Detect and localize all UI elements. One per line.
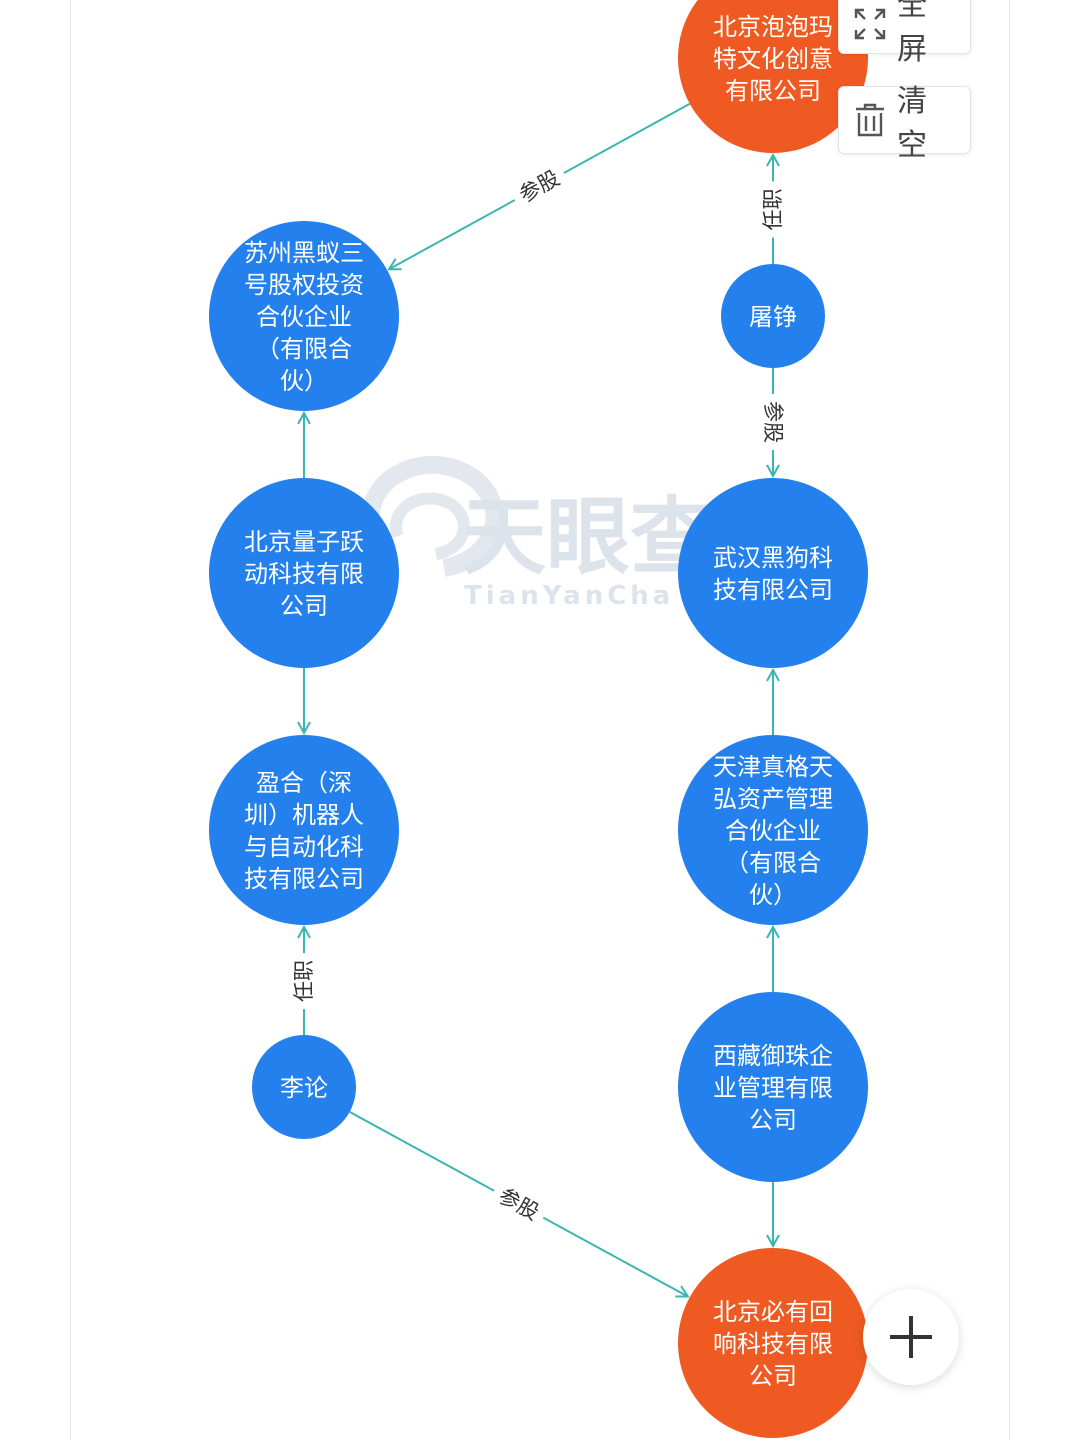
node-circle[interactable] — [252, 1035, 356, 1139]
node-label-line: 李论 — [280, 1074, 328, 1102]
watermark-logo-icon — [361, 455, 504, 577]
node-label-line: 技有限公司 — [244, 865, 364, 893]
node-label-line: （有限合 — [256, 335, 352, 363]
node-label-line: 技有限公司 — [713, 576, 833, 604]
fullscreen-label: 全屏 — [897, 0, 927, 67]
node-label-line: 苏州黑蚁三 — [244, 239, 364, 267]
node-circle[interactable] — [721, 264, 825, 368]
edge-label-bg — [757, 181, 789, 238]
fullscreen-button[interactable]: 全屏 — [838, 0, 971, 67]
edge-paopao-heiyi: 参股 — [389, 102, 691, 269]
node-label-line: 盈合（深 — [256, 769, 352, 797]
watermark-en: TianYanCha — [464, 581, 674, 611]
edge-label: 任职 — [292, 960, 316, 1002]
node-label-line: 圳）机器人 — [244, 801, 364, 829]
add-button[interactable] — [863, 1289, 959, 1385]
node-circle[interactable] — [678, 0, 868, 153]
node-label-line: 北京必有回 — [713, 1298, 833, 1326]
node-label-line: 特文化创意 — [713, 45, 833, 73]
plus-icon — [888, 1314, 934, 1360]
nodes-layer: 北京泡泡玛特文化创意有限公司苏州黑蚁三号股权投资合伙企业（有限合伙）屠铮北京量子… — [209, 0, 868, 1438]
edge-tuzheng-heigou: 参股 — [757, 368, 789, 476]
edge-lilun-yinghe: 任职 — [288, 927, 320, 1035]
node-label-line: 天津真格天 — [713, 753, 833, 781]
edge-label-bg — [757, 394, 789, 450]
node-label-line: 与自动化科 — [244, 833, 364, 861]
trash-icon — [853, 102, 887, 138]
edge-tuzheng-paopao: 任职 — [757, 155, 789, 264]
node-label-line: 合伙企业 — [256, 303, 352, 331]
node-label-line: 屠铮 — [749, 303, 797, 331]
node-label-line: 北京量子跃 — [244, 528, 364, 556]
edge-label: 参股 — [761, 401, 785, 443]
node-circle[interactable] — [678, 735, 868, 925]
edge-lilun-biyou: 参股 — [349, 1111, 688, 1297]
node-lilun[interactable]: 李论 — [252, 1035, 356, 1139]
node-label-line: 武汉黑狗科 — [713, 544, 833, 572]
edge-label-bg — [486, 1176, 551, 1232]
clear-label: 清空 — [897, 84, 927, 163]
node-label-line: 号股权投资 — [244, 271, 364, 299]
node-circle[interactable] — [209, 735, 399, 925]
node-label-line: 伙） — [749, 881, 797, 909]
node-circle[interactable] — [209, 478, 399, 668]
expand-icon — [853, 7, 887, 41]
node-circle[interactable] — [209, 221, 399, 411]
node-label-line: 业管理有限 — [713, 1074, 833, 1102]
node-label-line: 公司 — [280, 592, 328, 620]
watermark: 天眼查 TianYanCha — [361, 455, 714, 611]
node-label-line: 弘资产管理 — [713, 785, 833, 813]
node-label-line: 公司 — [749, 1362, 797, 1390]
clear-button[interactable]: 清空 — [838, 84, 971, 163]
node-label-line: 北京泡泡玛 — [713, 13, 833, 41]
node-label-line: 响科技有限 — [713, 1330, 833, 1358]
node-label-line: 有限公司 — [725, 77, 821, 105]
node-tuzheng[interactable]: 屠铮 — [721, 264, 825, 368]
edge-label: 任职 — [761, 189, 785, 231]
node-circle[interactable] — [678, 1248, 868, 1438]
node-label-line: 伙） — [280, 367, 328, 395]
node-label-line: 西藏御珠企 — [713, 1042, 833, 1070]
node-label-line: 合伙企业 — [725, 817, 821, 845]
node-label-line: 动科技有限 — [244, 560, 364, 588]
node-circle[interactable] — [678, 992, 868, 1182]
node-label-line: （有限合 — [725, 849, 821, 877]
watermark-cn: 天眼查 — [462, 488, 714, 586]
node-circle[interactable] — [678, 478, 868, 668]
node-label-line: 公司 — [749, 1106, 797, 1134]
edge-label-bg — [507, 159, 572, 215]
edge-label-bg — [288, 953, 320, 1009]
